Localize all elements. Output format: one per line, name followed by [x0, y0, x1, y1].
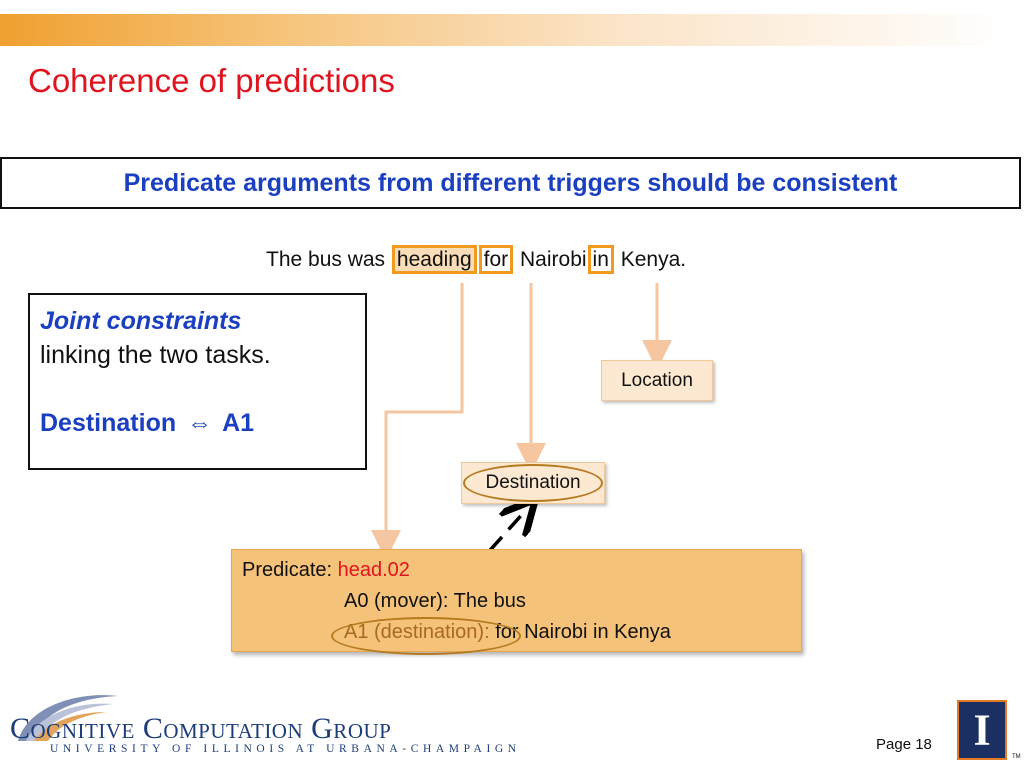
constraints-description: linking the two tasks. — [40, 340, 271, 369]
trigger-in: in — [587, 245, 614, 274]
equiv-left: Destination — [40, 408, 177, 437]
banner-statement: Predicate arguments from different trigg… — [0, 157, 1021, 209]
sentence-nairobi: Nairobi — [520, 248, 587, 271]
a1-ellipse — [331, 617, 521, 655]
illinois-logo: I — [957, 700, 1007, 760]
logo-sub-text: UNIVERSITY OF ILLINOIS AT URBANA-CHAMPAI… — [50, 743, 521, 755]
sentence-kenya: Kenya. — [620, 248, 687, 271]
predicate-a0: A0 (mover): The bus — [344, 590, 526, 612]
predicate-box: Predicate: head.02 A0 (mover): The bus A… — [231, 549, 802, 652]
location-label-box: Location — [601, 360, 713, 401]
constraints-title: Joint constraints — [40, 307, 242, 335]
sentence-prefix: The bus was — [266, 248, 386, 271]
trigger-for: for — [478, 245, 514, 274]
arrow-heading-to-predicate — [371, 283, 464, 560]
slide-title: Coherence of predictions — [28, 62, 395, 99]
header-gradient-bar — [0, 14, 1010, 46]
ccg-swoosh-logo — [18, 695, 118, 741]
logo-main-text: Cognitive Computation Group — [10, 712, 392, 745]
banner-text: Predicate arguments from different trigg… — [123, 168, 898, 197]
page-number: Page 18 — [876, 736, 932, 753]
a1-value: for Nairobi in Kenya — [495, 621, 671, 643]
constraints-equivalence: Destination ⇔ A1 — [40, 407, 355, 441]
destination-ellipse — [463, 464, 603, 502]
location-label: Location — [621, 369, 693, 391]
equiv-right: A1 — [222, 408, 255, 437]
predicate-value: head.02 — [337, 559, 410, 581]
illinois-letter: I — [973, 705, 991, 755]
predicate-label: Predicate: — [242, 559, 333, 581]
joint-constraints-box: Joint constraints linking the two tasks.… — [28, 293, 367, 470]
trademark: TM — [1012, 754, 1021, 760]
trigger-heading: heading — [391, 245, 477, 274]
predicate-line: Predicate: head.02 — [242, 559, 410, 582]
equiv-icon: ⇔ — [187, 408, 213, 437]
